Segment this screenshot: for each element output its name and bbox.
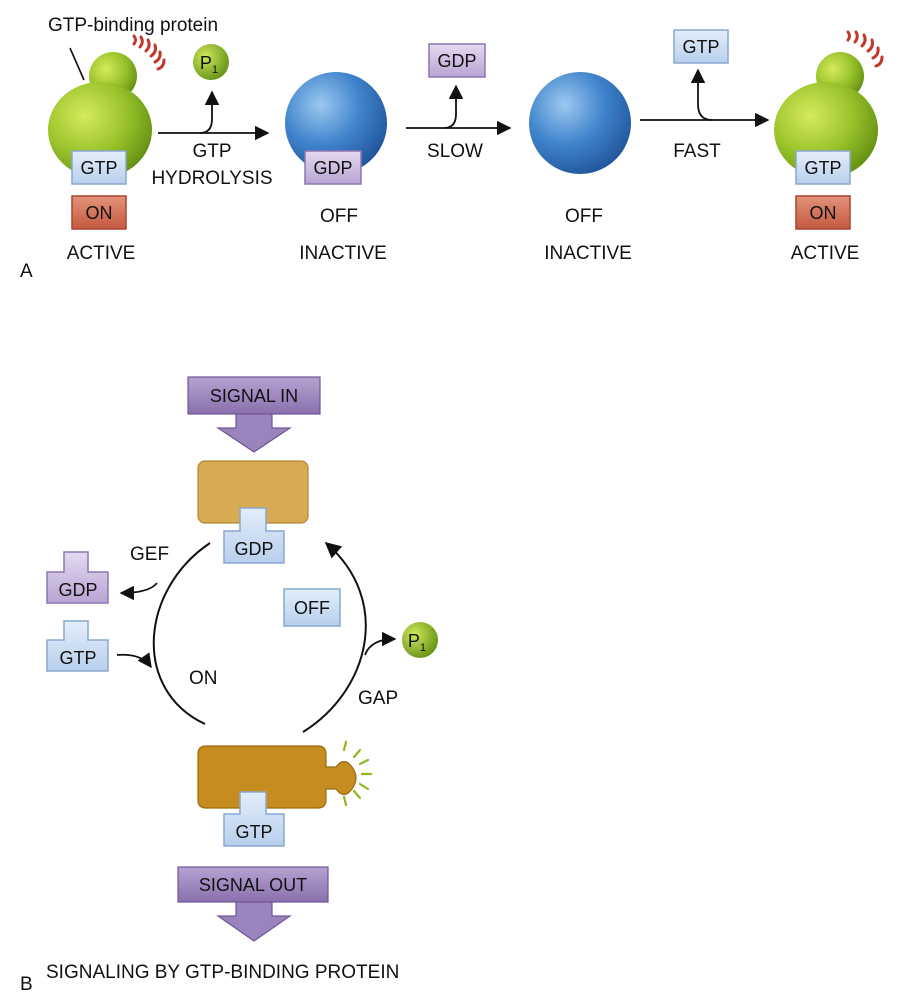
off-label: OFF — [294, 598, 330, 618]
inactive-protein-gdp: GDP OFF INACTIVE — [285, 72, 387, 264]
signal-out-arrow: SIGNAL OUT — [177, 866, 329, 942]
state-3-status: OFF — [565, 206, 603, 227]
hydrolysis-arrow: P1 GTP HYDROLYSIS — [151, 44, 273, 189]
incoming-gtp-shape: GTP — [46, 620, 109, 672]
state-1-status: ON — [86, 203, 113, 223]
state-4-molecule: GTP — [804, 158, 841, 178]
state-4-activity: ACTIVE — [791, 243, 860, 264]
panel-a-letter: A — [20, 261, 33, 282]
active-protein-bottom: GTP — [197, 740, 373, 847]
state-1-activity: ACTIVE — [67, 243, 136, 264]
gef-label: GEF — [130, 544, 169, 565]
state-1-molecule: GTP — [80, 158, 117, 178]
active-protein-2: GTP ON ACTIVE — [774, 30, 884, 264]
gtp-binding-arrow: GTP FAST — [640, 29, 770, 162]
state-3-activity: INACTIVE — [544, 243, 632, 264]
gap-label: GAP — [358, 688, 398, 709]
active-protein-1: GTP ON ACTIVE — [48, 34, 166, 264]
state-4-status: ON — [810, 203, 837, 223]
signal-in-arrow: SIGNAL IN — [187, 376, 321, 453]
top-protein-nucleotide: GDP — [234, 539, 273, 559]
phosphate-icon — [402, 622, 438, 658]
gdp-release-branch — [119, 582, 158, 601]
incoming-gtp-text: GTP — [682, 37, 719, 57]
protein-label: GTP-binding protein — [48, 15, 218, 36]
phosphate-release-branch — [364, 631, 397, 656]
state-2-status: OFF — [320, 206, 358, 227]
state-2-activity: INACTIVE — [299, 243, 387, 264]
bottom-protein-nucleotide: GTP — [235, 822, 272, 842]
state-2-molecule: GDP — [313, 158, 352, 178]
step-3-label: FAST — [673, 141, 721, 162]
signal-in-label: SIGNAL IN — [210, 386, 298, 406]
step-2-label: SLOW — [427, 141, 483, 162]
gap-cycle-arc — [302, 541, 367, 733]
panel-a: GTP-binding protein GTP ON ACTIVE — [20, 15, 884, 282]
svg-text:P1: P1 — [408, 631, 426, 654]
inactive-protein-top: GDP — [197, 460, 309, 564]
activity-spark-icon — [342, 740, 373, 807]
released-gdp-box — [428, 43, 486, 78]
phosphate-icon — [193, 44, 229, 80]
incoming-gtp-label: GTP — [59, 648, 96, 668]
panel-b: SIGNAL IN GDP GEF ON GDP GTP P1 — [20, 376, 438, 995]
step-1-label-line1: GTP — [192, 141, 231, 162]
incoming-gtp-box — [673, 29, 729, 64]
released-gdp-text: GDP — [437, 51, 476, 71]
signal-out-label: SIGNAL OUT — [199, 875, 307, 895]
gef-cycle-arc — [152, 542, 211, 725]
released-gdp-label: GDP — [58, 580, 97, 600]
inactive-protein-empty: OFF INACTIVE — [529, 72, 632, 264]
svg-text:P1: P1 — [200, 53, 218, 76]
step-1-label-line2: HYDROLYSIS — [151, 168, 272, 189]
gdp-release-arrow: GDP SLOW — [406, 43, 512, 162]
on-label: ON — [189, 668, 218, 689]
activity-rays-icon — [846, 30, 884, 68]
panel-b-letter: B — [20, 974, 33, 994]
panel-b-caption: SIGNALING BY GTP-BINDING PROTEIN — [46, 962, 399, 983]
activity-rays-icon — [132, 34, 166, 71]
protein-pointer — [69, 47, 85, 81]
gtp-entry-branch — [116, 652, 152, 669]
off-box — [283, 588, 341, 627]
released-gdp-shape: GDP — [46, 551, 109, 604]
